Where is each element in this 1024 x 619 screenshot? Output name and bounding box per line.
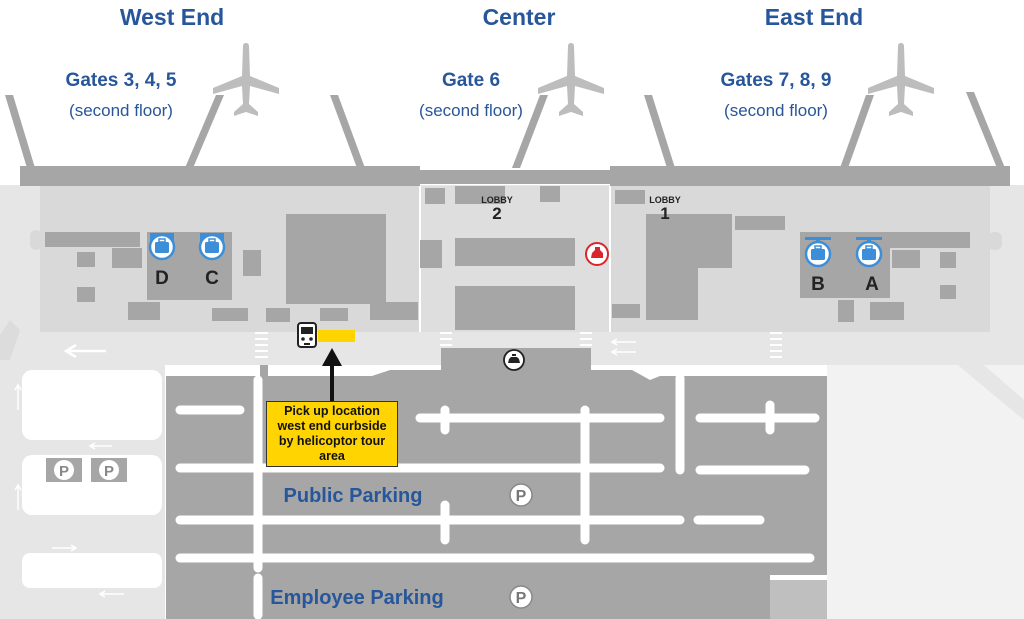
curved-road-left: [0, 320, 20, 360]
lobby-1-number: 1: [660, 204, 670, 223]
car-rental-icon: [585, 242, 609, 266]
left-lot-3: [22, 553, 162, 588]
gates-center: Gate 6: [441, 70, 501, 91]
parking-icon: P: [509, 483, 533, 507]
svg-text:P: P: [516, 590, 527, 607]
pickup-callout: Pick up location west end curbside by he…: [266, 401, 398, 467]
zone-title-east: East End: [764, 4, 864, 30]
terminal-west-wing: [30, 230, 42, 250]
right-road-strip: [827, 365, 1024, 619]
claim-d-label: D: [155, 268, 169, 289]
pickup-location-marker: [318, 330, 355, 342]
public-parking-label: Public Parking: [283, 485, 423, 507]
employee-lot-east: [770, 580, 827, 619]
left-lot-1: [22, 370, 162, 440]
terminal-east-wing: [988, 232, 1002, 250]
parking-icon: P: [91, 458, 127, 482]
lobby-1-word: LOBBY: [649, 195, 681, 205]
lobby-2-word: LOBBY: [481, 195, 513, 205]
gates-east: Gates 7, 8, 9: [720, 70, 832, 91]
terminal-roof-band-east: [610, 166, 1010, 186]
airplane-icon: [868, 43, 934, 116]
callout-line-3: by helicoptor tour: [278, 434, 386, 448]
crosswalks: [255, 332, 782, 358]
bus-icon: [297, 322, 317, 348]
floor-center: (second floor): [419, 101, 523, 120]
claim-b-label: B: [811, 274, 825, 295]
employee-parking-lot: [166, 575, 770, 619]
callout-line-4: area: [319, 449, 345, 463]
baggage-claim-icon: [198, 233, 226, 261]
direction-arrow-icon: [63, 343, 106, 359]
taxi-icon: [503, 349, 525, 371]
airplane-icon: [538, 43, 604, 116]
curved-road: [952, 345, 1024, 420]
direction-arrow-icon: [14, 338, 636, 598]
terminal-roof-band: [20, 166, 420, 186]
employee-parking-label: Employee Parking: [270, 587, 444, 609]
callout-line-2: west end curbside: [277, 419, 387, 433]
terminal-roof-band-center: [420, 170, 610, 184]
zone-title-west: West End: [119, 4, 225, 30]
callout-line-1: Pick up location: [284, 404, 380, 418]
parking-aisles: [175, 373, 820, 573]
callout-arrow: [322, 348, 342, 401]
airplane-icon: [213, 43, 279, 116]
gates-west: Gates 3, 4, 5: [65, 70, 177, 91]
floor-east: (second floor): [724, 101, 828, 120]
claim-c-label: C: [205, 268, 219, 289]
svg-text:P: P: [516, 488, 527, 505]
parking-icon: P: [46, 458, 82, 482]
svg-text:P: P: [104, 463, 114, 480]
lobby-2-number: 2: [492, 204, 502, 223]
svg-text:P: P: [59, 463, 69, 480]
baggage-claim-icon: [855, 237, 883, 268]
claim-a-label: A: [865, 274, 879, 295]
baggage-claim-icon: [804, 237, 832, 268]
parking-icon: P: [509, 585, 533, 609]
jet-bridges: [5, 92, 1005, 168]
floor-west: (second floor): [69, 101, 173, 120]
baggage-claim-icon: [148, 233, 176, 261]
zone-title-center: Center: [482, 4, 556, 30]
